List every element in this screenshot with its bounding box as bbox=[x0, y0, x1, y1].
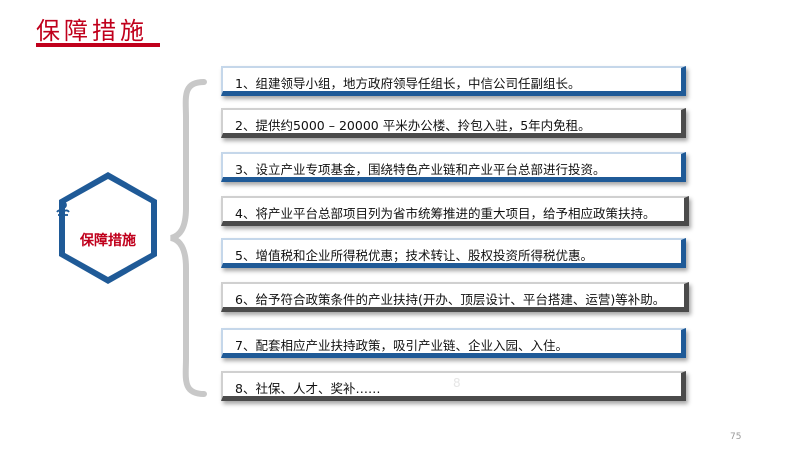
measure-text: 5、增值税和企业所得税优惠；技术转让、股权投资所得税优惠。 bbox=[235, 248, 593, 263]
page-title: 保障措施 bbox=[36, 17, 148, 45]
measure-item-6: 6、给予符合政策条件的产业扶持(开办、顶层设计、平台搭建、运营)等补助。 bbox=[221, 282, 689, 312]
curly-brace bbox=[170, 79, 207, 397]
faint-number: 8 bbox=[453, 376, 461, 390]
measure-text: 2、提供约5000 – 20000 平米办公楼、拎包入驻，5年内免租。 bbox=[235, 118, 591, 133]
hexagon-label: 保障措施 bbox=[80, 233, 136, 249]
measure-item-4: 4、将产业平台总部项目列为省市统筹推进的重大项目，给予相应政策扶持。 bbox=[221, 196, 689, 226]
measure-item-2: 2、提供约5000 – 20000 平米办公楼、拎包入驻，5年内免租。 bbox=[221, 108, 686, 138]
measure-text: 7、配套相应产业扶持政策，吸引产业链、企业入园、入住。 bbox=[235, 338, 568, 353]
title-underline bbox=[36, 43, 160, 47]
measure-item-5: 5、增值税和企业所得税优惠；技术转让、股权投资所得税优惠。 bbox=[221, 238, 686, 268]
measure-text: 8、社保、人才、奖补…… bbox=[235, 381, 381, 396]
measure-text: 4、将产业平台总部项目列为省市统筹推进的重大项目，给予相应政策扶持。 bbox=[235, 206, 656, 221]
measure-item-3: 3、设立产业专项基金，围绕特色产业链和产业平台总部进行投资。 bbox=[221, 152, 686, 182]
measure-item-8: 8、社保、人才、奖补…… 8 bbox=[221, 371, 686, 401]
measure-text: 1、组建领导小组，地方政府领导任组长，中信公司任副组长。 bbox=[235, 76, 581, 91]
measure-item-7: 7、配套相应产业扶持政策，吸引产业链、企业入园、入住。 bbox=[221, 328, 686, 358]
measure-text: 3、设立产业专项基金，围绕特色产业链和产业平台总部进行投资。 bbox=[235, 162, 606, 177]
measure-text: 6、给予符合政策条件的产业扶持(开办、顶层设计、平台搭建、运营)等补助。 bbox=[235, 292, 666, 307]
page-number: 75 bbox=[730, 432, 742, 442]
measure-item-1: 1、组建领导小组，地方政府领导任组长，中信公司任副组长。 bbox=[221, 66, 686, 96]
measures-hexagon: 保障措施 bbox=[54, 168, 162, 288]
